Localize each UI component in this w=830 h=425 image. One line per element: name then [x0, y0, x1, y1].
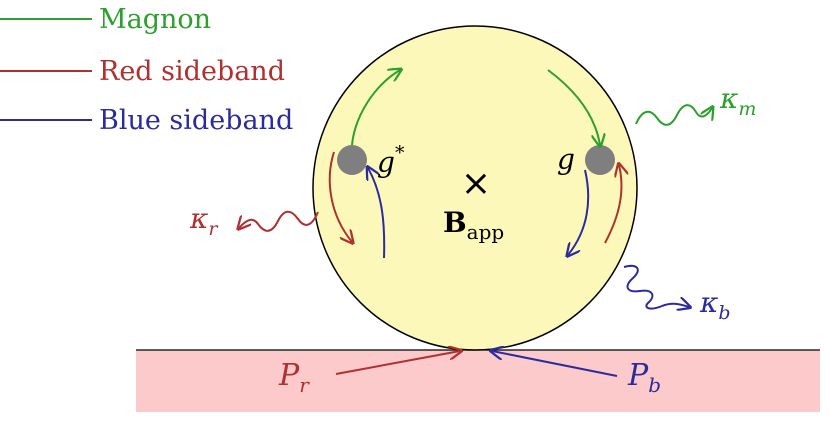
legend-item-magnon: Magnon: [0, 4, 211, 35]
coupling-label-left: g*: [377, 142, 405, 179]
magnon-arrow-right: [547, 69, 600, 145]
blue-arrow-left: [368, 168, 386, 259]
red-decay-label: κr: [189, 202, 219, 240]
legend-label-magnon: Magnon: [99, 4, 211, 35]
red-arrow-right: [604, 165, 621, 244]
magnon-decay-wave: [635, 105, 712, 126]
field-direction-symbol: ×: [461, 163, 491, 204]
legend-item-red-sideband: Red sideband: [0, 56, 285, 87]
blue-drive-label: Pb: [627, 358, 661, 397]
legend: Magnon Red sideband Blue sideband: [0, 4, 293, 136]
magnon-arrow-left: [351, 70, 400, 146]
legend-label-red-sideband: Red sideband: [99, 56, 285, 87]
coupling-dot-left: [337, 145, 367, 175]
red-drive-arrow: [335, 351, 460, 375]
waveguide: [136, 350, 820, 412]
red-arrow-left: [328, 151, 352, 242]
yig-sphere: [312, 25, 638, 351]
magnon-decay-label: κm: [719, 82, 756, 120]
red-drive-label: Pr: [278, 358, 310, 397]
field-label: Bapp: [443, 206, 504, 244]
coupling-dot-right: [585, 145, 615, 175]
coupling-label-right: g: [557, 143, 575, 176]
blue-arrow-right: [568, 169, 590, 255]
red-decay-wave: [239, 210, 319, 231]
blue-decay-wave: [623, 264, 689, 309]
legend-item-blue-sideband: Blue sideband: [0, 105, 293, 136]
blue-drive-arrow: [492, 351, 618, 377]
legend-label-blue-sideband: Blue sideband: [99, 105, 293, 136]
blue-decay-label: κb: [699, 286, 731, 324]
